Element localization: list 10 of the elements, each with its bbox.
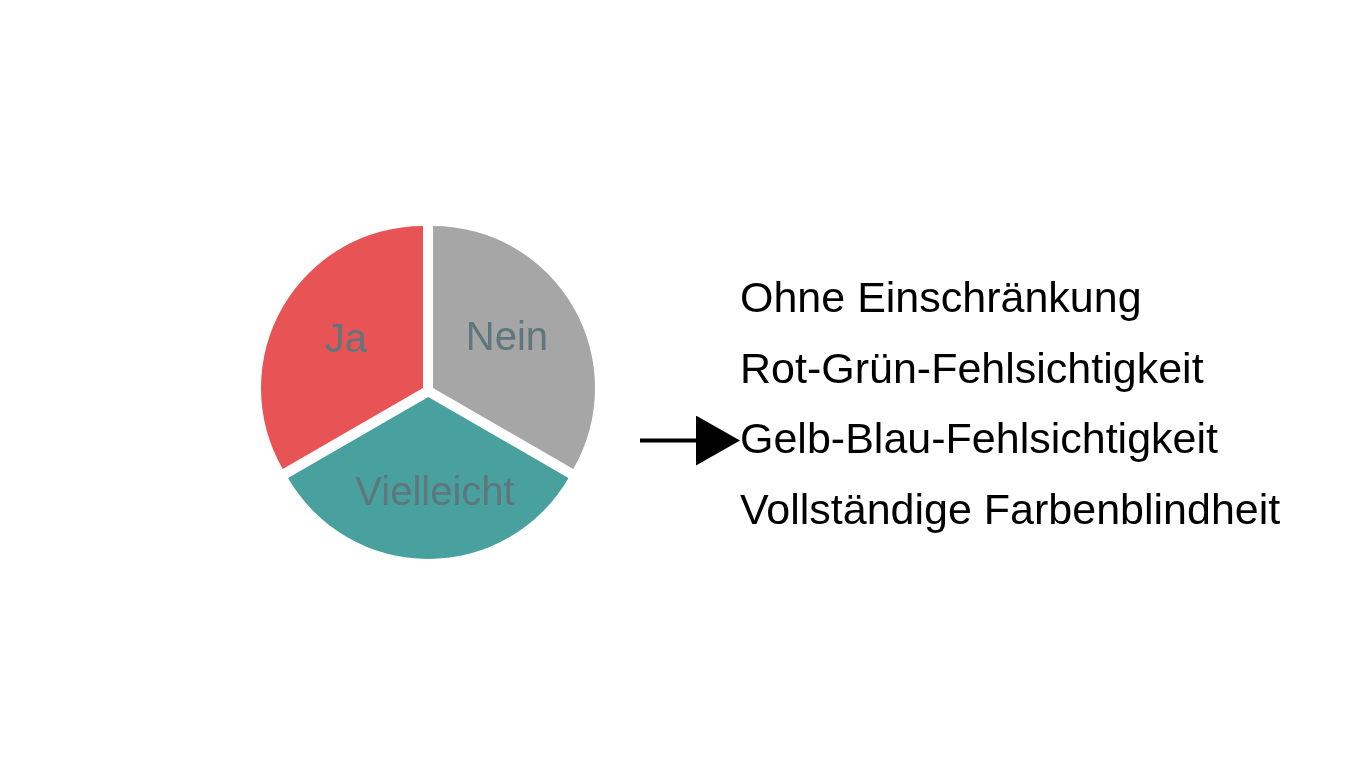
slice-label: Nein — [465, 313, 549, 360]
pie-slice — [287, 397, 569, 559]
slice-label: Ja — [324, 315, 368, 362]
pie-slice — [433, 226, 596, 469]
list-item-text: Gelb-Blau-Fehlsichtigkeit — [740, 412, 1218, 464]
list-item-text: Ohne Einschränkung — [740, 272, 1142, 323]
list-item-text: Vollständige Farbenblindheit — [740, 483, 1281, 535]
pie-slice — [260, 226, 423, 469]
arrow — [640, 415, 740, 466]
list-item-text: Rot-Grün-Fehlsichtigkeit — [740, 342, 1204, 394]
